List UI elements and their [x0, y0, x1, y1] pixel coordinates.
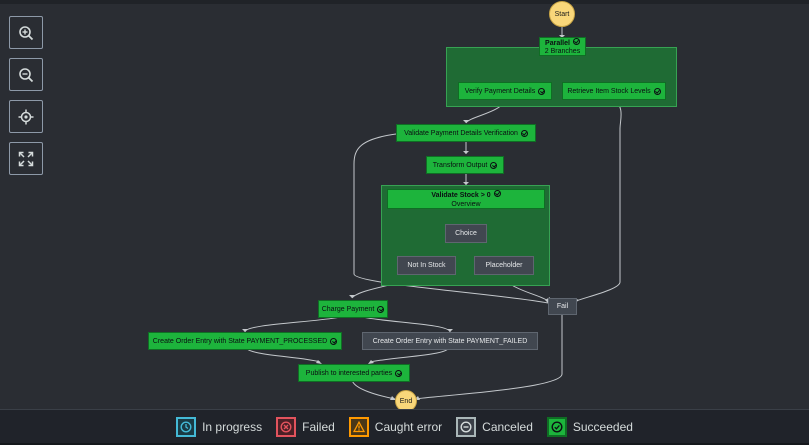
- center-graph-button[interactable]: [9, 100, 43, 133]
- legend-caught-error-label: Caught error: [374, 420, 443, 434]
- placeholder-label: Placeholder: [485, 262, 523, 269]
- crosshair-icon: [18, 109, 34, 124]
- legend-succeeded-label: Succeeded: [572, 420, 633, 434]
- success-check-icon: [520, 129, 528, 137]
- zoom-out-button[interactable]: [9, 58, 43, 91]
- not-in-stock-node[interactable]: Not In Stock: [397, 256, 456, 275]
- publish-label: Publish to interested parties: [305, 369, 393, 377]
- clock-icon: [176, 417, 197, 437]
- choice-label: Choice: [455, 230, 477, 237]
- create-failed-node[interactable]: Create Order Entry with State PAYMENT_FA…: [362, 332, 538, 350]
- legend-canceled-label: Canceled: [482, 420, 533, 434]
- parallel-subtitle: 2 Branches: [544, 47, 581, 55]
- validate-stock-node[interactable]: Validate Stock > 0 Overview: [387, 189, 545, 209]
- bottom-border: [0, 443, 809, 445]
- zoom-in-icon: [19, 25, 34, 40]
- success-check-icon: [653, 87, 661, 95]
- success-check-icon: [490, 161, 498, 169]
- start-node[interactable]: Start: [549, 1, 575, 27]
- legend-caught-error: Caught error: [348, 417, 443, 437]
- minus-circle-icon: [456, 417, 477, 437]
- transform-output-label: Transform Output: [432, 161, 488, 169]
- parallel-node[interactable]: Parallel 2 Branches: [539, 37, 586, 56]
- x-circle-icon: [276, 417, 297, 437]
- success-check-icon: [330, 337, 338, 345]
- check-circle-icon: [546, 417, 567, 437]
- validate-payment-label: Validate Payment Details Verification: [404, 129, 518, 137]
- validate-payment-node[interactable]: Validate Payment Details Verification: [396, 124, 536, 142]
- retrieve-stock-node[interactable]: Retrieve Item Stock Levels: [562, 82, 666, 100]
- success-check-icon: [377, 305, 385, 313]
- choice-node[interactable]: Choice: [445, 224, 487, 243]
- charge-payment-node[interactable]: Charge Payment: [318, 300, 388, 318]
- placeholder-node[interactable]: Placeholder: [474, 256, 534, 275]
- publish-node[interactable]: Publish to interested parties: [298, 364, 410, 382]
- legend-succeeded: Succeeded: [546, 417, 633, 437]
- charge-payment-label: Charge Payment: [321, 305, 375, 313]
- legend-in-progress: In progress: [176, 417, 262, 437]
- start-label: Start: [554, 10, 570, 18]
- success-check-icon: [538, 87, 546, 95]
- fail-label: Fail: [556, 303, 569, 310]
- graph-canvas[interactable]: Start Parallel 2 Branches Verify Payment…: [0, 1, 809, 412]
- legend-failed: Failed: [276, 417, 335, 437]
- top-border: [0, 0, 809, 4]
- zoom-out-icon: [19, 67, 34, 82]
- retrieve-stock-label: Retrieve Item Stock Levels: [567, 87, 651, 95]
- success-check-icon: [493, 189, 501, 197]
- validate-stock-title: Validate Stock > 0: [431, 191, 491, 199]
- warning-icon: [348, 417, 369, 437]
- verify-payment-label: Verify Payment Details: [464, 87, 536, 95]
- parallel-title: Parallel: [545, 39, 570, 47]
- expand-icon: [18, 151, 34, 166]
- fail-node[interactable]: Fail: [548, 298, 577, 315]
- legend-in-progress-label: In progress: [202, 420, 263, 434]
- fit-view-button[interactable]: [9, 142, 43, 175]
- not-in-stock-label: Not In Stock: [407, 262, 446, 269]
- create-processed-node[interactable]: Create Order Entry with State PAYMENT_PR…: [148, 332, 342, 350]
- transform-output-node[interactable]: Transform Output: [426, 156, 504, 174]
- create-processed-label: Create Order Entry with State PAYMENT_PR…: [152, 337, 328, 345]
- end-label: End: [399, 397, 413, 405]
- verify-payment-node[interactable]: Verify Payment Details: [458, 82, 552, 100]
- legend-canceled: Canceled: [456, 417, 533, 437]
- status-legend: In progress Failed Caught error Canceled…: [0, 409, 809, 444]
- success-check-icon: [572, 37, 580, 45]
- success-check-icon: [395, 369, 403, 377]
- zoom-in-button[interactable]: [9, 16, 43, 49]
- legend-failed-label: Failed: [302, 420, 335, 434]
- validate-stock-subtitle: Overview: [451, 200, 481, 208]
- create-failed-label: Create Order Entry with State PAYMENT_FA…: [372, 337, 528, 345]
